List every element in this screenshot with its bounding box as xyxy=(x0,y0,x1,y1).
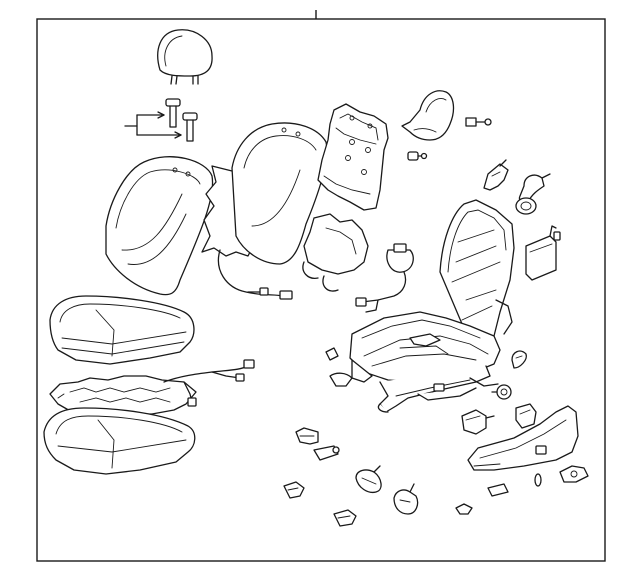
headrest-guide-pins[interactable] xyxy=(165,98,198,142)
recliner-cover[interactable] xyxy=(515,173,551,215)
clip-icon xyxy=(455,503,473,515)
lumbar-switch[interactable] xyxy=(525,225,561,281)
headrest[interactable] xyxy=(157,29,213,85)
knob-cover[interactable] xyxy=(511,350,527,369)
seatback-pad[interactable] xyxy=(217,122,328,300)
bracket-cover[interactable] xyxy=(461,409,495,435)
bolt-icon xyxy=(465,117,492,127)
connector-icon xyxy=(313,445,340,461)
side-airbag-cover[interactable] xyxy=(401,90,455,141)
cap-icon xyxy=(487,483,509,497)
bracket-icon xyxy=(283,481,305,499)
seatback-heater[interactable] xyxy=(317,103,389,211)
knob-icon xyxy=(559,465,589,483)
seatbelt-buckle-and-wire[interactable] xyxy=(355,243,414,313)
callout-bracket xyxy=(124,111,182,139)
diagram-frame xyxy=(36,18,606,562)
bracket-icon xyxy=(333,509,357,527)
seat-frame-assembly[interactable] xyxy=(329,199,515,413)
pin-icon xyxy=(534,473,542,487)
hinge-cover[interactable] xyxy=(355,465,382,494)
cushion-cover[interactable] xyxy=(43,407,196,475)
wire-clip[interactable] xyxy=(295,427,319,445)
switch-knob[interactable] xyxy=(515,403,537,429)
grommet-icon xyxy=(491,384,512,400)
seatback-cover[interactable] xyxy=(105,156,214,296)
bracket-right-upper[interactable] xyxy=(483,159,509,191)
seatback-lower-board[interactable] xyxy=(302,213,369,292)
cushion-pad[interactable] xyxy=(49,295,195,365)
inner-cover[interactable] xyxy=(393,483,419,515)
clip-icon xyxy=(407,151,428,161)
clip-icon xyxy=(325,347,339,361)
side-cover[interactable] xyxy=(467,405,579,471)
